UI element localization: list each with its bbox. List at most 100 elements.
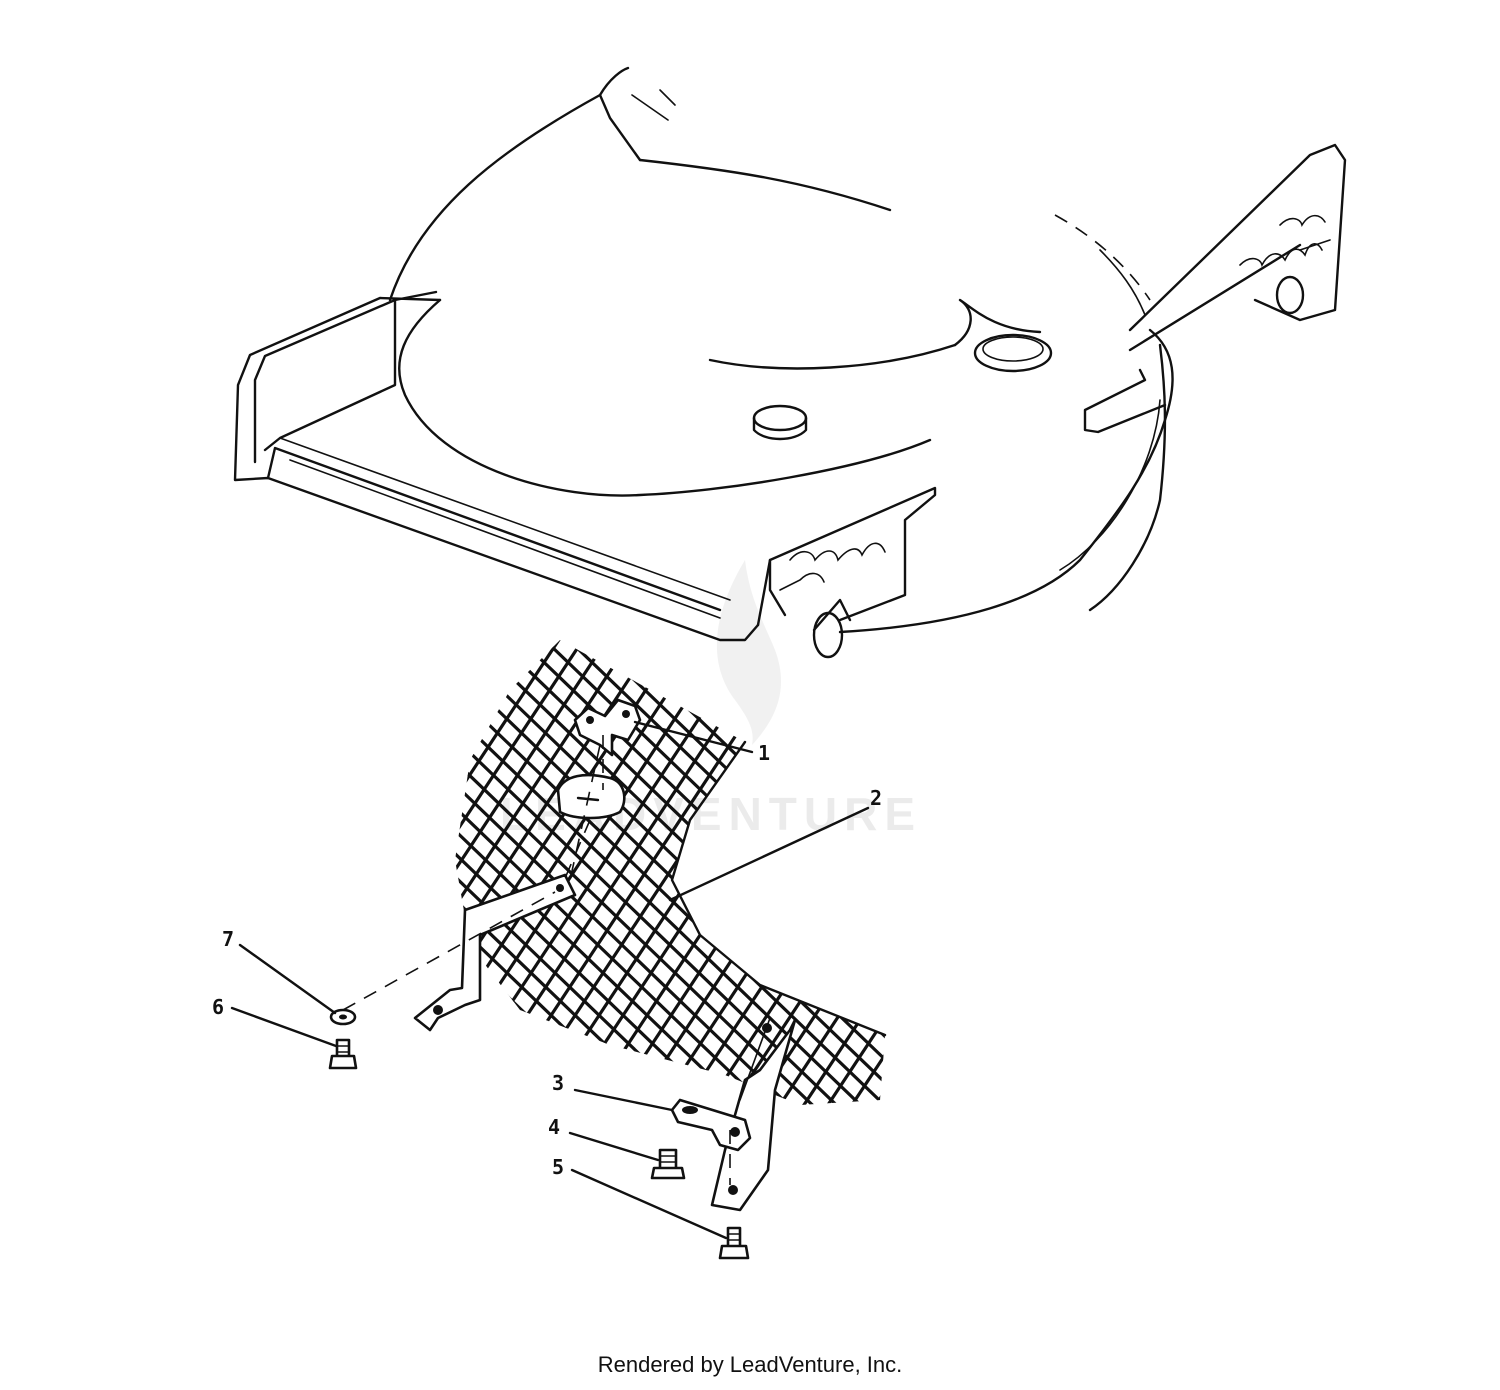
mesh-wire (1460, 620, 1500, 1120)
mesh-wire (455, 640, 598, 1105)
mesh-wire (455, 640, 670, 1105)
mesh-wire (1340, 620, 1500, 1120)
mesh-wire (1148, 620, 1500, 1120)
mesh-wire (768, 640, 885, 1105)
mesh-wire (858, 640, 885, 1105)
mesh-wire (0, 620, 284, 1120)
mesh-wire (0, 620, 308, 1120)
mesh-wire (0, 620, 204, 1120)
mesh-wire (890, 620, 1220, 1120)
mesh-wire (1028, 620, 1500, 1120)
mesh-wire (1076, 620, 1500, 1120)
mesh-wire (0, 620, 372, 1120)
mesh-wire (1268, 620, 1500, 1120)
assembly-lines (342, 735, 731, 1185)
mesh-wire (1250, 620, 1500, 1120)
mesh-wire (0, 620, 236, 1120)
mesh-wire (1298, 620, 1500, 1120)
callouts: 1 2 3 4 5 6 7 (212, 720, 882, 1240)
mesh-wire (1220, 620, 1500, 1120)
mesh-wire (0, 620, 156, 1120)
mesh-wire (0, 620, 228, 1120)
mesh-wire (914, 620, 1244, 1120)
item-7-washer (329, 1008, 357, 1026)
mesh-wire (1388, 620, 1500, 1120)
mesh-wire (455, 640, 638, 1105)
mesh-wire (0, 620, 444, 1120)
callout-5-label: 5 (552, 1155, 564, 1179)
mesh-wire (1346, 620, 1500, 1120)
callout-2-label: 2 (870, 786, 882, 810)
mesh-wire (0, 620, 36, 1120)
mesh-wire (834, 640, 885, 1105)
mesh-wire (1196, 620, 1500, 1120)
mesh-wire (980, 620, 1500, 1120)
mesh-wire (1172, 620, 1500, 1120)
mesh-wire (1130, 620, 1460, 1120)
mesh-wire (455, 640, 878, 1105)
mesh-wire (1274, 620, 1500, 1120)
mesh-wire (455, 640, 734, 1105)
mesh-wire (648, 640, 885, 1105)
mesh-wire (0, 620, 60, 1120)
mesh-wire (1322, 620, 1500, 1120)
mesh-wire (882, 640, 885, 1105)
mesh-wire (0, 620, 252, 1120)
mesh-wire (455, 640, 574, 1105)
mesh-wire (908, 620, 1428, 1120)
mesh-wire (840, 640, 885, 1105)
mesh-wire (455, 640, 646, 1105)
mesh-wire (0, 620, 260, 1120)
mesh-wire (455, 640, 518, 1105)
mesh-wire (1106, 620, 1436, 1120)
mesh-wire (98, 620, 428, 1120)
mesh-wire (0, 620, 276, 1120)
mesh-wire (864, 640, 885, 1105)
mesh-wire (1178, 620, 1500, 1120)
mesh-wire (1244, 620, 1500, 1120)
mesh-wire (455, 640, 470, 1105)
mesh-wire (455, 640, 885, 1105)
mesh-wire (455, 640, 758, 1105)
mesh-wire (0, 620, 420, 1120)
mesh-wire (0, 620, 140, 1120)
callout-7-label: 7 (222, 927, 234, 951)
mesh-wire (455, 640, 478, 1105)
mesh-wire (1004, 620, 1500, 1120)
mesh-wire (0, 620, 164, 1120)
mesh-wire (672, 640, 885, 1105)
mesh-wire (1364, 620, 1500, 1120)
mesh-wire (0, 620, 92, 1120)
mesh-wire (744, 640, 885, 1105)
mesh-wire (455, 640, 885, 1105)
mesh-wire (1226, 620, 1500, 1120)
watermark-flame-logo (716, 560, 782, 745)
mesh-wire (74, 620, 404, 1120)
mesh-wire (2, 620, 332, 1120)
mesh-wire (1052, 620, 1500, 1120)
mesh-wire (455, 640, 494, 1105)
mesh-wire (455, 640, 782, 1105)
mesh-wire (986, 620, 1316, 1120)
mesh-wire (455, 640, 854, 1105)
callout-3-label: 3 (552, 1071, 564, 1095)
mesh-wire (0, 620, 188, 1120)
mesh-wire (1010, 620, 1340, 1120)
mesh-wire (455, 640, 526, 1105)
mesh-wire (1034, 620, 1364, 1120)
mesh-wire (455, 640, 806, 1105)
mesh-wire (455, 640, 694, 1105)
callout-4: 4 (548, 1115, 660, 1162)
mesh-wire (1100, 620, 1500, 1120)
item-5-screw (718, 1226, 750, 1260)
mesh-wire (0, 620, 132, 1120)
mesh-wire (455, 640, 710, 1105)
mesh-wire (720, 640, 885, 1105)
callout-6-label: 6 (212, 995, 224, 1019)
mesh-wire (1202, 620, 1500, 1120)
mesh-wire (0, 620, 324, 1120)
mesh-wire (938, 620, 1268, 1120)
mesh-wire (455, 640, 885, 1105)
mesh-wire (0, 620, 12, 1120)
